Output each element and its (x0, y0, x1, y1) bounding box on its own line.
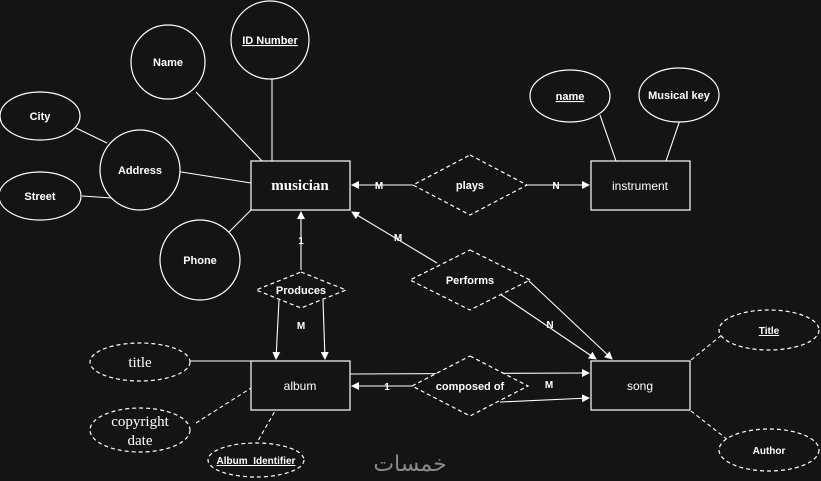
entity-album-label: album (284, 379, 317, 393)
attr-name-label: Name (153, 57, 183, 69)
attr-copyright-date[interactable]: copyright date (89, 407, 191, 453)
attr-address[interactable]: Address (99, 129, 181, 211)
rel-plays-label: plays (456, 180, 484, 192)
name-to-musician-line (195, 91, 263, 162)
street-to-address-line (81, 195, 113, 199)
copyright-to-album-line (195, 387, 252, 424)
attr-album-identifier-label: Album_Identifier (217, 456, 296, 467)
card-performs-song: N (546, 320, 553, 331)
entity-instrument-label: instrument (612, 179, 669, 193)
rel-produces[interactable]: Produces (254, 271, 348, 309)
attr-phone-label: Phone (183, 255, 217, 267)
attr-album-identifier[interactable]: Album_Identifier (207, 442, 305, 478)
performs-to-song-arrow-1 (496, 291, 597, 360)
performs-to-song-arrow-2 (527, 279, 613, 360)
card-produces-musician: 1 (298, 236, 304, 247)
attr-instrument-name-label: name (556, 91, 585, 103)
card-plays-instrument: N (552, 181, 559, 192)
rel-composed-of[interactable]: composed of (410, 355, 530, 417)
attr-album-title-label: title (128, 355, 152, 371)
cardinality-labels: M N M N 1 M 1 M (297, 181, 560, 393)
card-plays-musician: M (375, 181, 383, 192)
title-to-song-line (690, 329, 729, 361)
entity-song[interactable]: song (590, 360, 691, 411)
card-composed-album: 1 (384, 382, 390, 393)
rel-plays[interactable]: plays (411, 154, 529, 216)
address-to-musician-line (174, 170, 252, 184)
attr-city[interactable]: City (0, 91, 81, 141)
rel-performs-label: Performs (446, 275, 494, 287)
card-produces-album: M (297, 321, 305, 332)
attr-phone[interactable]: Phone (159, 219, 241, 301)
entity-musician[interactable]: musician (250, 160, 351, 211)
entity-album[interactable]: album (250, 360, 351, 411)
entity-song-label: song (627, 379, 653, 393)
attr-song-title[interactable]: Title (718, 309, 820, 351)
attr-city-label: City (30, 111, 52, 123)
attr-song-author[interactable]: Author (718, 428, 820, 472)
name-to-instrument-line (599, 114, 617, 162)
rel-produces-label: Produces (276, 285, 326, 297)
city-to-address-line (75, 127, 108, 144)
attr-copyright-line1: copyright (111, 414, 169, 430)
entity-instrument[interactable]: instrument (590, 160, 691, 211)
relationship-nodes: plays Performs Produces composed of (254, 154, 532, 417)
composed-to-song-arrow (499, 394, 590, 403)
attr-song-title-label: Title (759, 326, 780, 337)
author-to-song-line (690, 410, 729, 441)
key-to-instrument-line (665, 119, 681, 162)
produces-to-album-arrow-2 (320, 299, 329, 360)
performs-to-musician-arrow (351, 211, 438, 264)
attr-instrument-name[interactable]: name (529, 69, 611, 123)
attr-street-label: Street (24, 191, 56, 203)
produces-to-album-arrow-1 (272, 299, 281, 360)
watermark-logo: خمسات (373, 452, 446, 477)
rel-performs[interactable]: Performs (408, 249, 532, 311)
attr-copyright-line2: date (128, 433, 153, 449)
attr-address-label: Address (118, 165, 162, 177)
entity-nodes: musician instrument album song (250, 160, 691, 411)
attr-name[interactable]: Name (130, 24, 206, 100)
attr-musical-key-label: Musical key (648, 90, 711, 102)
attr-musical-key[interactable]: Musical key (638, 67, 720, 123)
attr-album-title[interactable]: title (89, 342, 191, 382)
attr-street[interactable]: Street (0, 171, 82, 221)
attr-song-author-label: Author (753, 446, 786, 457)
card-performs-musician: M (394, 233, 402, 244)
entity-musician-label: musician (271, 178, 329, 194)
attr-id-number[interactable]: ID Number (230, 0, 310, 80)
rel-composed-of-label: composed of (436, 381, 505, 393)
attr-id-number-label: ID Number (242, 35, 298, 47)
identifier-to-album-line (254, 410, 276, 447)
phone-to-musician-line (228, 209, 252, 233)
card-composed-song: M (545, 380, 553, 391)
